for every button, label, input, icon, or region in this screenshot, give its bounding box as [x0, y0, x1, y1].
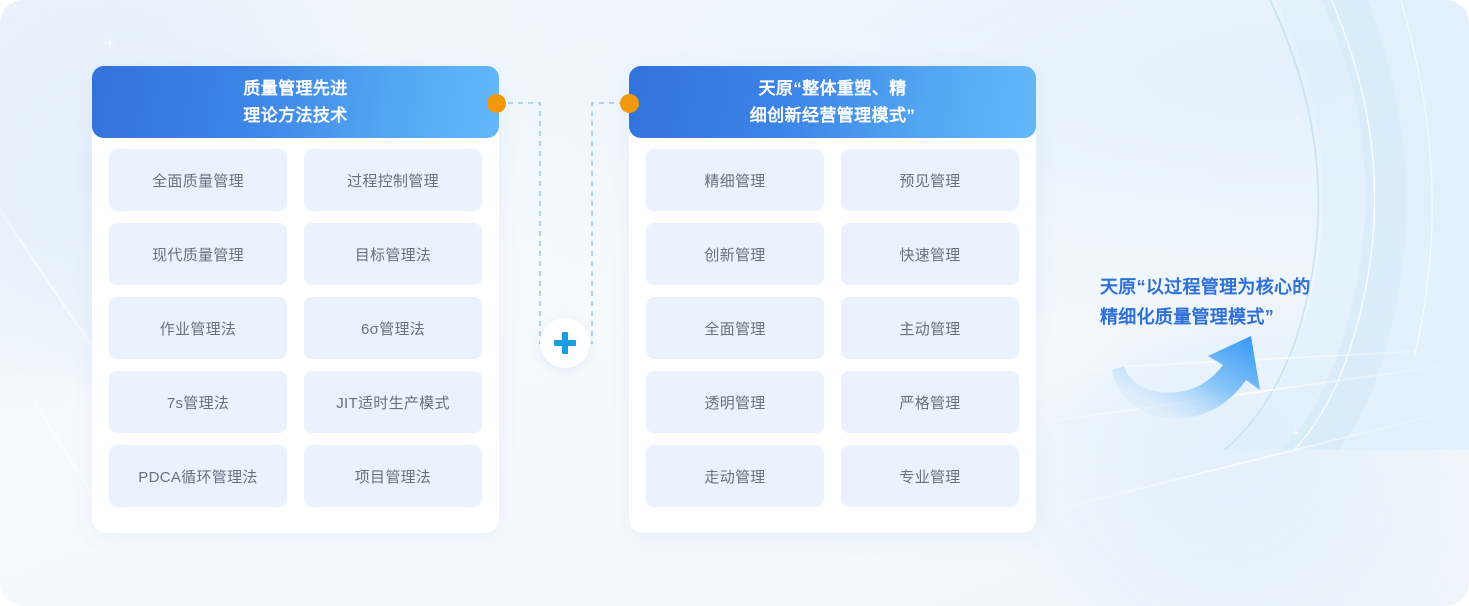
list-item[interactable]: 精细管理 — [646, 149, 824, 211]
result-caption: 天原“以过程管理为核心的 精细化质量管理模式” — [1100, 277, 1311, 327]
list-item[interactable]: 预见管理 — [841, 149, 1019, 211]
list-item[interactable]: 7s管理法 — [109, 371, 287, 433]
list-item[interactable]: 目标管理法 — [304, 223, 482, 285]
right-panel-header: 天原“整体重塑、精 细创新经营管理模式” — [629, 66, 1036, 138]
list-item[interactable]: 走动管理 — [646, 445, 824, 507]
decorative-ribbons — [969, 0, 1469, 450]
left-panel-title: 质量管理先进 理论方法技术 — [243, 79, 348, 125]
list-item[interactable]: 作业管理法 — [109, 297, 287, 359]
connector-dot-right — [620, 94, 639, 113]
curved-arrow-icon — [1100, 330, 1290, 430]
list-item[interactable]: 6σ管理法 — [304, 297, 482, 359]
list-item[interactable]: 现代质量管理 — [109, 223, 287, 285]
list-item[interactable]: 专业管理 — [841, 445, 1019, 507]
list-item[interactable]: 主动管理 — [841, 297, 1019, 359]
list-item[interactable]: 快速管理 — [841, 223, 1019, 285]
plus-icon — [540, 318, 590, 368]
left-panel: 质量管理先进 理论方法技术 全面质量管理 过程控制管理 现代质量管理 目标管理法… — [92, 66, 499, 533]
left-panel-header: 质量管理先进 理论方法技术 — [92, 66, 499, 138]
right-panel-title: 天原“整体重塑、精 细创新经营管理模式” — [749, 79, 916, 125]
list-item[interactable]: 项目管理法 — [304, 445, 482, 507]
list-item[interactable]: 全面管理 — [646, 297, 824, 359]
list-item[interactable]: JIT适时生产模式 — [304, 371, 482, 433]
sparkle-icon — [100, 33, 120, 53]
list-item[interactable]: 严格管理 — [841, 371, 1019, 433]
list-item[interactable]: 创新管理 — [646, 223, 824, 285]
right-panel: 天原“整体重塑、精 细创新经营管理模式” 精细管理 预见管理 创新管理 快速管理… — [629, 66, 1036, 533]
sparkle-icon — [1249, 345, 1259, 355]
right-panel-grid: 精细管理 预见管理 创新管理 快速管理 全面管理 主动管理 透明管理 严格管理 … — [646, 149, 1019, 507]
list-item[interactable]: 全面质量管理 — [109, 149, 287, 211]
plus-icon-vertical — [562, 332, 568, 354]
list-item[interactable]: 过程控制管理 — [304, 149, 482, 211]
sparkle-icon — [1291, 111, 1305, 125]
left-panel-grid: 全面质量管理 过程控制管理 现代质量管理 目标管理法 作业管理法 6σ管理法 7… — [109, 149, 482, 507]
list-item[interactable]: 透明管理 — [646, 371, 824, 433]
connector-dot-left — [487, 94, 506, 113]
sparkle-icon — [1287, 424, 1305, 442]
list-item[interactable]: PDCA循环管理法 — [109, 445, 287, 507]
